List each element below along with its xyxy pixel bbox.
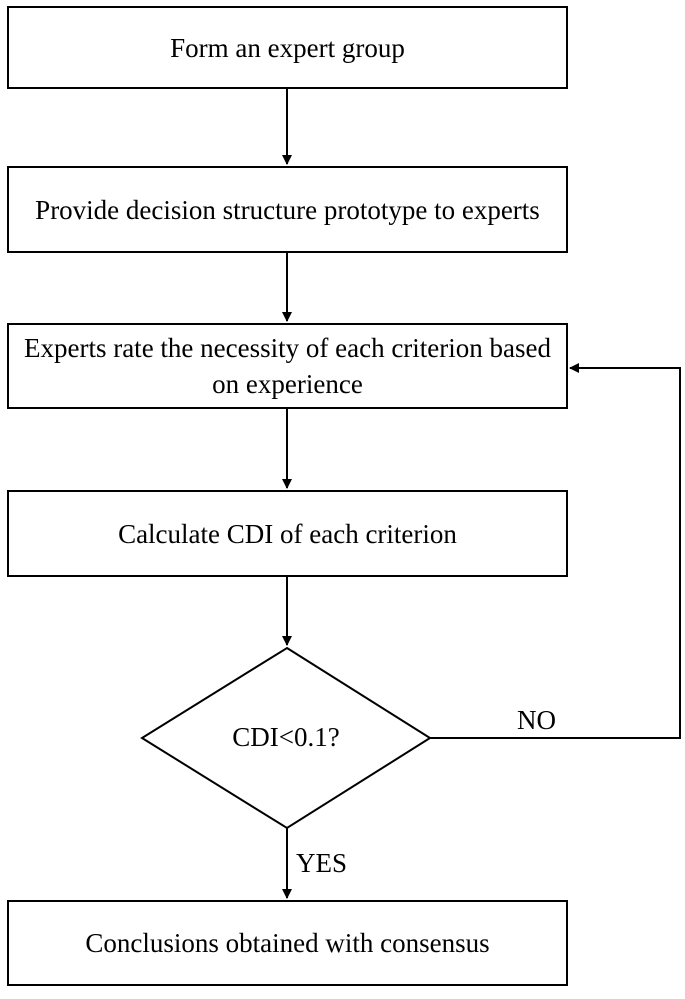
step-calculate-cdi: Calculate CDI of each criterion	[7, 490, 568, 577]
no-label: NO	[517, 705, 556, 735]
no-loop-arrow	[430, 363, 681, 739]
decision-label: CDI<0.1?	[232, 722, 340, 752]
step-form-expert-group: Form an expert group	[7, 6, 568, 89]
step-provide-prototype: Provide decision structure prototype to …	[7, 166, 568, 253]
step-form-expert-group-text: Form an expert group	[170, 32, 405, 63]
step-provide-prototype-text: Provide decision structure prototype to …	[35, 194, 540, 225]
step-calculate-cdi-text: Calculate CDI of each criterion	[118, 518, 457, 549]
step-experts-rate: Experts rate the necessity of each crite…	[7, 323, 568, 409]
step-experts-rate-text: Experts rate the necessity of each crite…	[23, 333, 551, 399]
step-conclusion-text: Conclusions obtained with consensus	[85, 928, 490, 958]
yes-label: YES	[296, 848, 348, 878]
step-conclusion: Conclusions obtained with consensus	[7, 900, 568, 986]
